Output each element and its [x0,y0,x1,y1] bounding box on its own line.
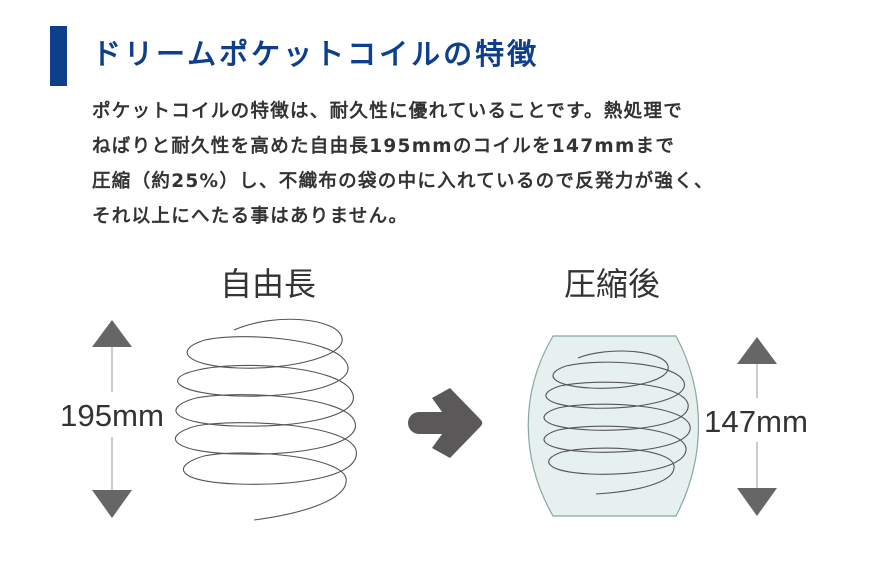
description-line-2: ねばりと耐久性を高めた自由長195mmのコイルを147mmまで [92,136,676,157]
down-arrowhead-icon [92,490,132,518]
compressed-height-label: 147mm [704,404,808,439]
compressed-height-dimension-arrow [737,337,777,516]
heading-accent-bar [50,26,67,86]
description-line-1: ポケットコイルの特徴は、耐久性に優れていることです。熱処理で [92,101,684,122]
up-arrowhead-icon [737,337,777,364]
compressed-label: 圧縮後 [564,265,660,303]
down-arrowhead-icon [737,488,777,516]
free-coil-spring [175,318,357,521]
description-line-4: それ以上にへたる事はありません。 [92,206,409,227]
description-line-3: 圧縮（約25%）し、不織布の袋の中に入れているので反発力が強く、 [92,171,714,192]
transition-arrow-icon [408,388,483,458]
free-height-label: 195mm [60,398,164,433]
compressed-coil-spring [543,350,691,495]
description: ポケットコイルの特徴は、耐久性に優れていることです。熱処理で ねばりと耐久性を高… [92,94,852,234]
free-height-dimension-arrow [92,320,132,518]
free-length-label: 自由長 [220,265,316,303]
page-title: ドリームポケットコイルの特徴 [92,37,540,71]
up-arrowhead-icon [92,320,132,347]
